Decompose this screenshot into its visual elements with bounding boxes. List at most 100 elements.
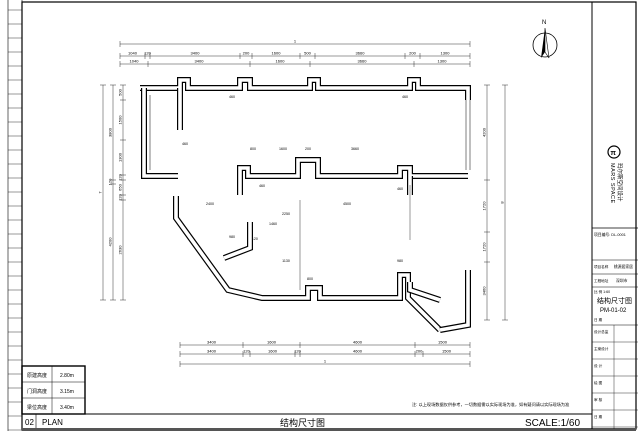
- brand-cn: 玛尔斯空间设计: [616, 163, 624, 202]
- title-block-row-label: 设计总监: [594, 329, 609, 334]
- dimension-label: 1: [294, 39, 297, 44]
- interior-dimension-label: 460: [397, 187, 403, 191]
- north-compass: N: [532, 20, 558, 59]
- dimension-label: 3460: [482, 286, 487, 296]
- dimension-label: 1600: [276, 59, 286, 64]
- dimension-label: 4200: [482, 127, 487, 137]
- sheet-title: 结构尺寸图: [597, 296, 632, 305]
- height-value: 2.80m: [60, 373, 74, 379]
- bottom-bar-shadow: [22, 428, 636, 431]
- client-label: 工程地址: [594, 278, 609, 283]
- drawing-title: 结构尺寸图: [280, 417, 325, 428]
- dimension-lines: [100, 41, 508, 367]
- wall-fill: [439, 270, 470, 332]
- dimension-label: 3660: [358, 59, 368, 64]
- dimension-label: 7: [98, 191, 103, 194]
- drawing-scale: SCALE:1/60: [525, 418, 580, 429]
- dimension-label: 1300: [441, 51, 451, 56]
- project-value: 桃源居家居: [614, 264, 633, 269]
- height-value: 3.15m: [60, 389, 74, 395]
- interior-dimension-label: 2400: [206, 202, 214, 206]
- interior-dimension-label: 1460: [269, 222, 277, 226]
- dimension-label: 120: [243, 349, 250, 354]
- brand-en: MARS SPACE: [609, 163, 615, 204]
- wall-fill: [238, 158, 468, 178]
- wall-fill: [142, 88, 178, 178]
- title-block-row-label: 绘 图: [594, 380, 603, 385]
- dimension-label: 3400: [207, 349, 217, 354]
- walls: [140, 77, 471, 333]
- interior-dimension-label: 1120: [250, 237, 258, 241]
- dimension-label: 500: [118, 88, 123, 95]
- dimension-label: 1500: [118, 115, 123, 125]
- dimension-label: 1500: [442, 349, 452, 354]
- dimension-label: 1: [324, 359, 327, 364]
- drawing-note: 注: 以上现场数据仅供参考，一切数据需以实际现场为准，如有疑问请以实际现场为准: [412, 401, 569, 408]
- wall-fill: [174, 196, 442, 332]
- interior-dimension-label: 980: [229, 235, 235, 239]
- interior-dimension-label: 3660: [351, 147, 359, 151]
- dimension-label: 1040: [130, 59, 140, 64]
- dimension-label: 1040: [128, 51, 138, 56]
- interior-dimension-label: 460: [259, 184, 265, 188]
- dimension-label: 3400: [191, 51, 201, 56]
- dimension-label: 1300: [118, 152, 123, 162]
- dimension-label: 1300: [438, 59, 448, 64]
- sheet-code: PM-01-02: [600, 308, 627, 314]
- height-value: 3.40m: [60, 405, 74, 411]
- interior-dimension-label: 200: [305, 147, 311, 151]
- interior-dimension-label: 460: [229, 95, 235, 99]
- project-no: 项目编号: DL-0001: [594, 232, 626, 237]
- dimension-label: 8: [500, 201, 505, 204]
- height-label: 原建高度: [27, 372, 47, 379]
- dimension-label: 3660: [356, 51, 366, 56]
- brand-logo: π MARS SPACE 玛尔斯空间设计: [607, 145, 624, 204]
- dimension-label: 200: [409, 51, 416, 56]
- dimension-label: 500: [304, 51, 311, 56]
- dimension-label: 120: [144, 51, 151, 56]
- dimension-label: 1600: [267, 340, 277, 345]
- dimension-label: 1600: [272, 51, 282, 56]
- dimension-label: 1500: [438, 340, 448, 345]
- dimension-label: 120: [118, 173, 123, 180]
- interior-dimension-label: 1600: [279, 147, 287, 151]
- dimension-label: 200: [416, 349, 423, 354]
- scale-row: 比 例 1:60: [594, 289, 610, 294]
- dimension-labels: 1 1040 120 3400 200 1600 500 3660 200 1300 1040 340…: [98, 39, 505, 364]
- dimension-label: 120: [294, 349, 301, 354]
- dimension-label: 1720: [482, 242, 487, 252]
- interior-dimension-label: 980: [397, 259, 403, 263]
- drawing-frame: [21, 1, 637, 430]
- wall-outline: [173, 196, 443, 333]
- title-block-row-label: 设 计: [594, 363, 603, 368]
- title-block: π MARS SPACE 玛尔斯空间设计 项目编号: DL-0001 项目名称 …: [592, 145, 638, 429]
- title-block-row-label: 审 核: [594, 397, 603, 402]
- client-value: 深圳市: [616, 278, 628, 283]
- svg-text:π: π: [611, 150, 617, 157]
- north-label: N: [542, 20, 546, 26]
- dimension-label: 120: [108, 178, 113, 185]
- date-row: 日 期: [594, 317, 603, 322]
- wall-fill: [408, 282, 441, 302]
- title-block-row-label: 主案设计: [594, 346, 609, 351]
- interior-dimension-label: 460: [402, 95, 408, 99]
- interior-dimension-label: 2250: [282, 212, 290, 216]
- dimension-label: 120: [118, 193, 123, 200]
- dimension-label: 200: [243, 51, 250, 56]
- sheet-type: PLAN: [42, 418, 63, 427]
- title-block-row-label: 日 期: [594, 414, 603, 419]
- binding-strip-ticks: [8, 9, 22, 431]
- dimension-label: 3800: [108, 127, 113, 137]
- dimension-label: 4200: [108, 237, 113, 247]
- interior-dimension-label: 800: [307, 277, 313, 281]
- interior-dimension-label: 4500: [343, 202, 351, 206]
- dimension-label: 3400: [207, 340, 217, 345]
- dimension-label: 1600: [268, 349, 278, 354]
- interior-dimension-label: 1130: [282, 259, 290, 263]
- dimension-label: 4600: [353, 340, 363, 345]
- interior-dimension-label: 460: [182, 142, 188, 146]
- height-label: 门洞高度: [27, 388, 47, 395]
- dimension-label: 650: [118, 183, 123, 190]
